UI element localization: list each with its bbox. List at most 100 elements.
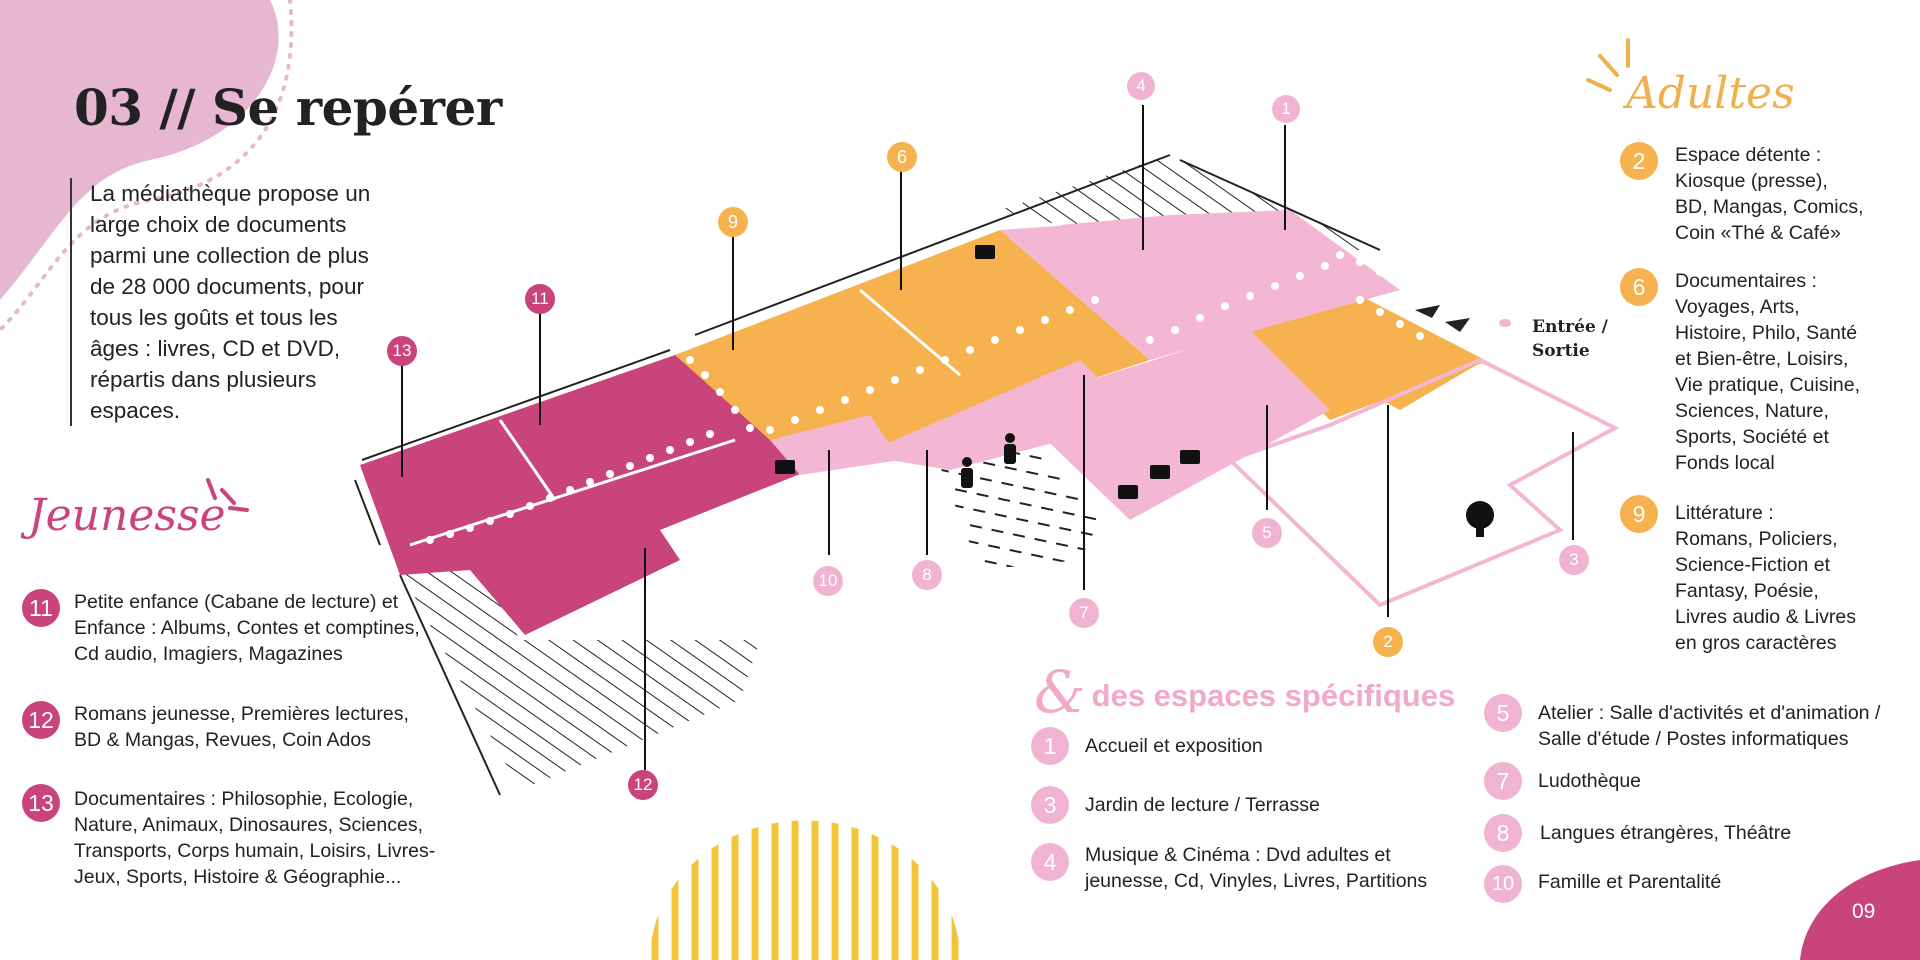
legend-line: Jardin de lecture / Terrasse: [1085, 794, 1320, 816]
map-marker-11: 11: [525, 284, 555, 314]
legend-line: Fonds local: [1675, 452, 1775, 474]
legend-badge-5: 5: [1484, 694, 1522, 732]
legend-line: et Bien-être, Loisirs,: [1675, 348, 1849, 370]
legend-item-11: Petite enfance (Cabane de lecture) et En…: [74, 589, 420, 667]
legend-line: BD & Mangas, Revues, Coin Ados: [74, 729, 371, 751]
reader-icons: [961, 433, 1016, 488]
legend-line: Sports, Société et: [1675, 426, 1829, 448]
legend-line: Livres audio & Livres: [1675, 606, 1857, 628]
map-marker-7: 7: [1069, 598, 1099, 628]
legend-badge-8: 8: [1484, 814, 1522, 852]
map-marker-1: 1: [1272, 95, 1300, 123]
ampersand: &: [1034, 658, 1086, 726]
legend-line: Langues étrangères, Théâtre: [1540, 822, 1792, 844]
legend-line: Sciences, Nature,: [1675, 400, 1829, 422]
legend-line: Documentaires : Philosophie, Ecologie,: [74, 788, 414, 810]
legend-badge-3: 3: [1031, 786, 1069, 824]
legend-item-9: Littérature : Romans, Policiers, Science…: [1675, 500, 1856, 656]
zone-ludotheque: [860, 360, 1140, 470]
map-marker-6: 6: [887, 142, 917, 172]
legend-badge-10: 10: [1484, 865, 1522, 903]
dimension-lines: [354, 154, 1381, 796]
legend-line: Salle d'étude / Postes informatiques: [1538, 728, 1849, 750]
legend-item-3: Jardin de lecture / Terrasse: [1085, 792, 1320, 818]
marker-leaders: [401, 105, 1574, 770]
legend-line: Musique & Cinéma : Dvd adultes et: [1085, 844, 1391, 866]
legend-line: Science-Fiction et: [1675, 554, 1830, 576]
legend-badge-12: 12: [22, 701, 60, 739]
legend-badge-9: 9: [1620, 495, 1658, 533]
legend-item-13: Documentaires : Philosophie, Ecologie, N…: [74, 786, 435, 890]
legend-line: Espace détente :: [1675, 144, 1822, 166]
legend-line: en gros caractères: [1675, 632, 1837, 654]
map-marker-2: 2: [1373, 627, 1403, 657]
tree-icon: [1466, 501, 1494, 537]
top-left-blob: [0, 0, 279, 300]
zone-famille: [770, 415, 900, 475]
legend-item-7: Ludothèque: [1538, 768, 1641, 794]
legend-item-5: Atelier : Salle d'activités et d'animati…: [1538, 700, 1880, 752]
map-marker-13: 13: [387, 336, 417, 366]
zone-accueil: [1000, 210, 1400, 360]
legend-line: Romans, Policiers,: [1675, 528, 1838, 550]
legend-line: Histoire, Philo, Santé: [1675, 322, 1858, 344]
legend-line: Nature, Animaux, Dinosaures, Sciences,: [74, 814, 424, 836]
zone-atelier: [1010, 330, 1330, 520]
legend-badge-13: 13: [22, 784, 60, 822]
adultes-heading: Adultes: [1626, 68, 1795, 119]
legend-item-4: Musique & Cinéma : Dvd adultes et jeunes…: [1085, 842, 1427, 894]
legend-line: Accueil et exposition: [1085, 735, 1263, 757]
sun-rays-adultes: [1586, 38, 1630, 92]
map-marker-12: 12: [628, 770, 658, 800]
intro-text: La médiathèque propose un large choix de…: [70, 178, 390, 426]
entrance-arrow-icon: [1415, 305, 1440, 318]
legend-item-6: Documentaires : Voyages, Arts, Histoire,…: [1675, 268, 1860, 476]
dotted-path: [426, 251, 1424, 544]
legend-line: Romans jeunesse, Premières lectures,: [74, 703, 409, 725]
entrance-label-line: Entrée /: [1532, 317, 1608, 337]
legend-item-2: Espace détente : Kiosque (presse), BD, M…: [1675, 142, 1864, 246]
zone-adultes-main: [675, 230, 1150, 470]
zone-jeunesse: [360, 355, 810, 635]
legend-badge-2: 2: [1620, 142, 1658, 180]
legend-line: Ludothèque: [1538, 770, 1642, 792]
legend-line: Petite enfance (Cabane de lecture) et: [74, 591, 399, 613]
hatched-zone-left: [400, 550, 760, 790]
legend-badge-6: 6: [1620, 268, 1658, 306]
map-marker-4: 4: [1127, 72, 1155, 100]
legend-line: Enfance : Albums, Contes et comptines,: [74, 617, 420, 639]
jeunesse-heading: Jeunesse: [28, 490, 226, 541]
map-marker-10: 10: [813, 566, 843, 596]
legend-badge-4: 4: [1031, 843, 1069, 881]
espaces-heading: &des espaces spécifiques: [1034, 658, 1455, 726]
legend-line: Fantasy, Poésie,: [1675, 580, 1819, 602]
zone-jardin-terrasse: [1226, 357, 1620, 608]
entrance-label: Entrée / Sortie: [1532, 315, 1608, 363]
legend-badge-1: 1: [1031, 727, 1069, 765]
legend-badge-11: 11: [22, 589, 60, 627]
exit-arrow-icon: [1445, 318, 1470, 332]
legend-line: Famille et Parentalité: [1538, 871, 1722, 893]
legend-item-12: Romans jeunesse, Premières lectures, BD …: [74, 701, 409, 753]
entrance-label-line: Sortie: [1532, 341, 1590, 361]
legend-line: Documentaires :: [1675, 270, 1817, 292]
map-marker-3: 3: [1559, 545, 1589, 575]
zone-musique: [1060, 210, 1290, 250]
legend-line: Cd audio, Imagiers, Magazines: [74, 643, 343, 665]
legend-line: BD, Mangas, Comics,: [1675, 196, 1864, 218]
legend-line: Littérature :: [1675, 502, 1774, 524]
page-title: 03 // Se repérer: [74, 78, 502, 137]
legend-item-10: Famille et Parentalité: [1538, 869, 1721, 895]
legend-badge-7: 7: [1484, 762, 1522, 800]
page-number: 09: [1852, 900, 1876, 923]
espaces-heading-text: des espaces spécifiques: [1091, 678, 1456, 713]
bottom-right-blob-shape: [1820, 862, 1920, 960]
map-marker-5: 5: [1252, 518, 1282, 548]
legend-line: Kiosque (presse),: [1675, 170, 1828, 192]
legend-line: Coin «Thé & Café»: [1675, 222, 1841, 244]
legend-item-8: Langues étrangères, Théâtre: [1540, 820, 1791, 846]
legend-line: jeunesse, Cd, Vinyles, Livres, Partition…: [1085, 870, 1428, 892]
legend-line: Vie pratique, Cuisine,: [1675, 374, 1861, 396]
